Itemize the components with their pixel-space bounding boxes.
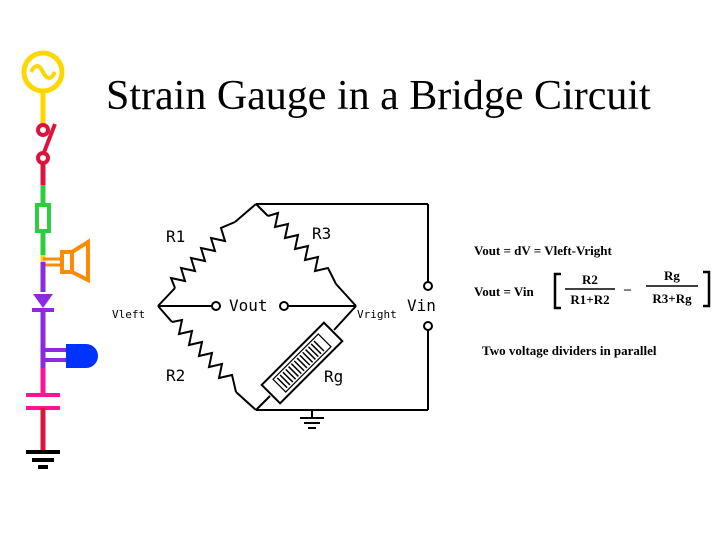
label-vright: Vright (357, 308, 397, 321)
wire-r2-top (157, 305, 173, 323)
wire-r2-bottom (235, 391, 257, 411)
label-r1: R1 (166, 227, 185, 246)
fraction-1-numerator: R2 (582, 272, 598, 287)
wire-rg-top (333, 305, 357, 331)
label-rg: Rg (324, 367, 343, 386)
vin-terminal-bottom (423, 321, 433, 331)
switch-icon (36, 123, 57, 185)
circuit-ground-icon (300, 417, 324, 429)
vout-terminal-right (279, 301, 289, 311)
resistor-icon (35, 185, 51, 255)
fraction-1-denominator: R1+R2 (570, 292, 609, 307)
wire-top-left (157, 287, 176, 307)
fraction-2-denominator: R3+Rg (652, 291, 692, 306)
equations-block: Vout = dV = Vleft-Vright Vout = Vin R2 R… (474, 243, 711, 358)
wire-r3-bottom (335, 283, 357, 307)
minus-sign: – (623, 282, 632, 297)
label-vleft: Vleft (112, 308, 145, 321)
strain-gauge-rg (260, 321, 344, 405)
bridge-circuit (157, 203, 429, 418)
vin-terminal-top (423, 281, 433, 291)
wire-r3-top (255, 203, 269, 217)
lamp-icon (43, 344, 98, 368)
left-bracket (553, 272, 561, 310)
label-vout: Vout (229, 296, 268, 315)
right-bracket (703, 270, 711, 308)
label-vin: Vin (407, 296, 436, 315)
equation-line-1: Vout = dV = Vleft-Vright (474, 243, 613, 258)
component-strip (21, 50, 98, 469)
ac-source-icon (21, 50, 65, 126)
fraction-2-numerator: Rg (664, 268, 680, 283)
slide-title: Strain Gauge in a Bridge Circuit (106, 73, 651, 119)
vout-terminal-left (211, 301, 221, 311)
terminals (211, 281, 433, 331)
label-r2: R2 (166, 366, 185, 385)
resistor-r2 (171, 318, 237, 393)
resistor-r3 (267, 211, 337, 285)
equations-caption: Two voltage dividers in parallel (482, 343, 657, 358)
capacitor-icon (26, 368, 60, 450)
speaker-icon (40, 238, 90, 292)
wire-rg-bottom (255, 395, 271, 411)
ground-icon (26, 450, 60, 469)
equation-line-2-lhs: Vout = Vin (474, 284, 534, 299)
label-r3: R3 (312, 224, 331, 243)
diode-icon (32, 294, 54, 368)
wire-r1-top (234, 203, 257, 223)
resistor-r1 (169, 221, 236, 289)
